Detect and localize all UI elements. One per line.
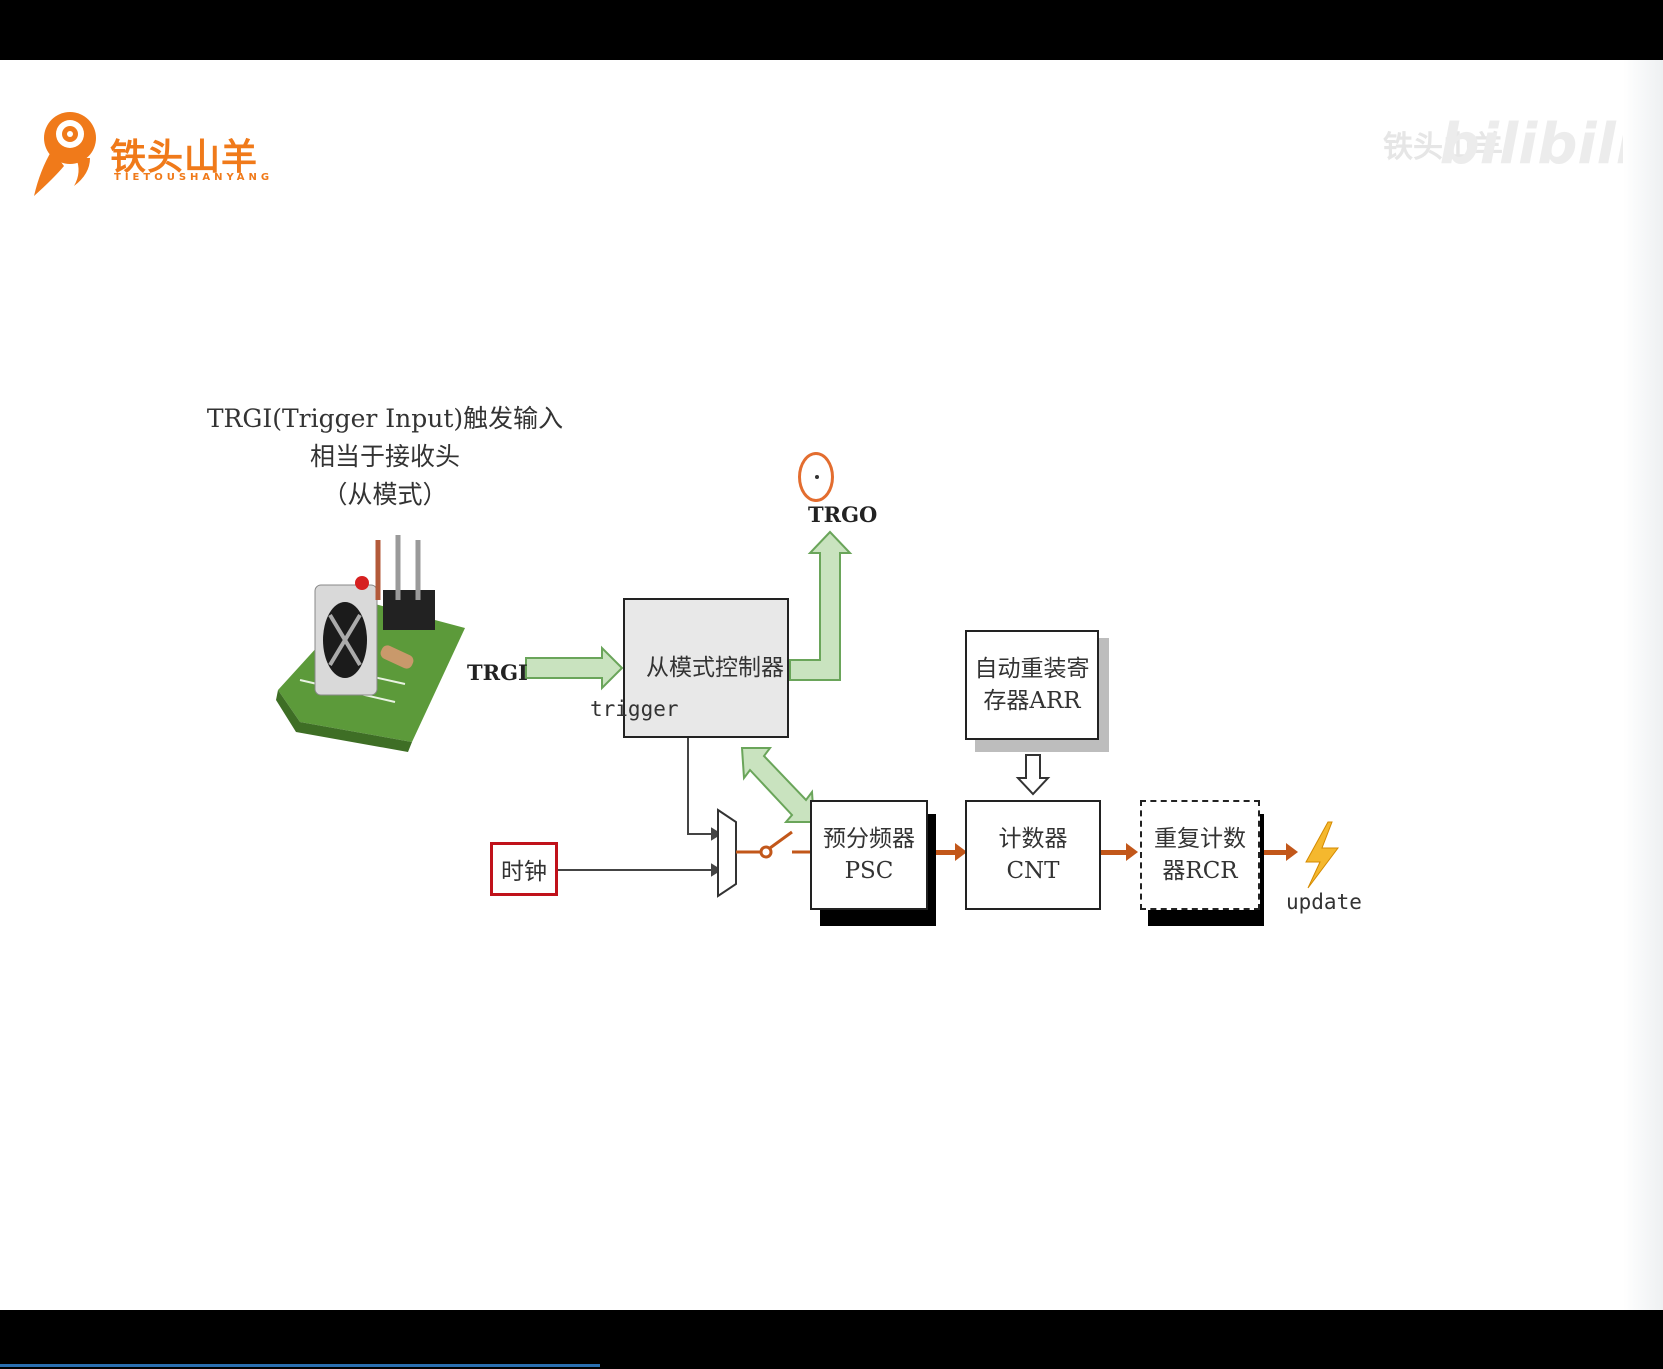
ir-receiver-module-image xyxy=(276,535,465,752)
arr-register-box: 自动重装寄 存器ARR xyxy=(965,630,1099,740)
logo: 铁头山羊 TIETOUSHANYANG xyxy=(30,100,270,200)
rcr-box: 重复计数 器RCR xyxy=(1140,800,1260,910)
description-line-1: TRGI(Trigger Input)触发输入 xyxy=(206,404,564,433)
description-line-3: （从模式） xyxy=(322,480,448,509)
logo-subtitle: TIETOUSHANYANG xyxy=(114,172,274,183)
arr-to-cnt-arrow xyxy=(1015,754,1051,796)
playback-progress-line xyxy=(0,1364,600,1367)
update-label: update xyxy=(1286,890,1362,914)
rcr-label-line-1: 重复计数 xyxy=(1154,826,1246,852)
rcr-label-line-2: 器RCR xyxy=(1162,858,1238,884)
trigger-label: trigger xyxy=(590,697,679,721)
clock-mux xyxy=(717,808,737,898)
cnt-label-line-1: 计数器 xyxy=(998,826,1068,852)
slave-mode-controller-box: 从模式控制器 xyxy=(623,598,789,738)
trgo-output-arrow xyxy=(789,530,853,681)
goat-logo-icon xyxy=(34,112,96,196)
trgi-input-arrow xyxy=(525,645,624,691)
mux-input-lines xyxy=(558,738,722,877)
clock-box: 时钟 xyxy=(490,842,558,896)
logo-title: 铁头山羊 xyxy=(110,137,259,178)
trgi-label: TRGI xyxy=(467,660,528,685)
cursor-highlight xyxy=(798,452,834,502)
top-letterbox xyxy=(0,0,1663,60)
clock-switch xyxy=(736,830,810,859)
bottom-letterbox xyxy=(0,1310,1663,1369)
update-lightning-icon xyxy=(1305,821,1339,889)
psc-label-line-1: 预分频器 xyxy=(823,826,915,852)
trgi-description: TRGI(Trigger Input)触发输入 相当于接收头 （从模式） xyxy=(190,400,580,514)
bidirectional-arrow xyxy=(740,747,816,823)
psc-box: 预分频器 PSC xyxy=(810,800,928,910)
arr-label-line-2: 存器ARR xyxy=(983,688,1081,714)
trgo-label: TRGO xyxy=(808,502,878,527)
cursor-dot xyxy=(815,475,819,479)
arr-label-line-1: 自动重装寄 xyxy=(974,656,1090,682)
watermark-text: 铁头山羊 xyxy=(1383,130,1503,165)
psc-label-line-2: PSC xyxy=(844,858,894,884)
bilibili-watermark: bilibili xyxy=(1439,112,1635,177)
slide-right-edge xyxy=(1623,60,1663,1310)
cnt-box: 计数器 CNT xyxy=(965,800,1101,910)
description-line-2: 相当于接收头 xyxy=(309,442,460,471)
cnt-label-line-2: CNT xyxy=(1006,858,1060,884)
slide: 铁头山羊 TIETOUSHANYANG 铁头山羊 bilibili TRGI(T… xyxy=(0,60,1663,1310)
signal-arrows xyxy=(927,843,1298,861)
slave-controller-label: 从模式控制器 xyxy=(646,655,784,681)
